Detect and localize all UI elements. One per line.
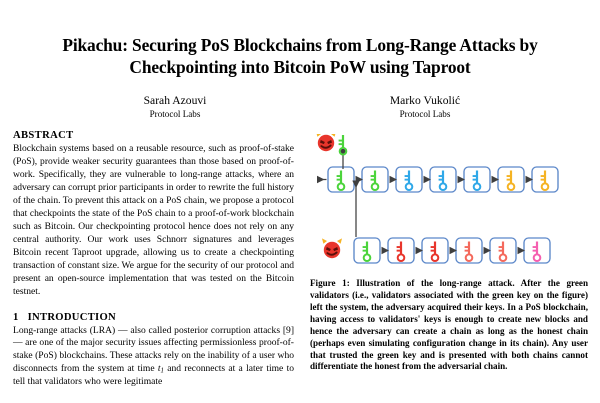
right-column: Figure 1: Illustration of the long-range… (310, 130, 588, 389)
adversary-top-key-tooth-2 (338, 143, 342, 146)
honest-key-7-tooth-1 (540, 175, 544, 178)
author-affiliation: Protocol Labs (149, 109, 201, 120)
honest-key-5-tooth-2 (472, 179, 476, 182)
honest-key-3-tooth-1 (404, 175, 408, 178)
honest-key-5-tooth-1 (472, 175, 476, 178)
intro-text-part-1: Long-range attacks (LRA) — also called p… (13, 324, 294, 375)
author-affiliation: Protocol Labs (399, 109, 451, 120)
figure-label: Figure 1: (310, 278, 350, 289)
honest-key-5-bow (472, 182, 482, 192)
adversarial-key-4-bow (464, 253, 474, 263)
adversarial-key-6-tooth-1 (532, 246, 536, 249)
intro-text-part-2: and reconnects at a later time to tell t… (13, 363, 294, 388)
adversarial-key-5-bow (498, 253, 508, 263)
adversarial-key-1-bow (362, 253, 372, 263)
honest-key-2-tooth-2 (370, 179, 374, 182)
page-title: Pikachu: Securing PoS Blockchains from L… (62, 35, 538, 78)
honest-key-3-shaft (407, 170, 411, 184)
author-name: Marko Vukolić (389, 93, 461, 107)
honest-key-3-bow (404, 182, 414, 192)
author-name: Sarah Azouvi (143, 93, 207, 107)
honest-key-1-tooth-1 (336, 175, 340, 178)
left-column: ABSTRACT Blockchain systems based on a r… (13, 130, 294, 389)
adversarial-key-5-tooth-1 (498, 246, 502, 249)
adversary-bottom-icon (322, 238, 342, 259)
adversarial-key-3-tooth-1 (430, 246, 434, 249)
introduction-heading: 1 INTRODUCTION (13, 312, 294, 323)
adversarial-key-3-bow (430, 253, 440, 263)
honest-key-1-bow (336, 182, 346, 192)
body-columns: ABSTRACT Blockchain systems based on a r… (0, 120, 600, 389)
figure-caption-text: Illustration of the long-range attack. A… (310, 278, 588, 372)
abstract-text: Blockchain systems based on a reusable r… (13, 143, 294, 297)
adversarial-key-4-shaft (467, 241, 471, 255)
honest-key-6-tooth-2 (506, 179, 510, 182)
adversarial-key-6-tooth-2 (532, 250, 536, 253)
honest-key-4-tooth-2 (438, 179, 442, 182)
honest-key-1-tooth-2 (336, 179, 340, 182)
adversary-top-key-shaft (341, 135, 345, 149)
honest-key-7-shaft (543, 170, 547, 184)
honest-key-6-bow (506, 182, 516, 192)
honest-key-2-tooth-1 (370, 175, 374, 178)
adversarial-key-1-shaft (365, 241, 369, 255)
abstract-heading: ABSTRACT (13, 130, 74, 142)
adversarial-key-4-tooth-2 (464, 250, 468, 253)
adversarial-key-4-tooth-1 (464, 246, 468, 249)
honest-key-1-shaft (339, 170, 343, 184)
section-title: INTRODUCTION (27, 311, 116, 323)
adversary-top-key-bow (338, 147, 348, 156)
adversarial-key-3-tooth-2 (430, 250, 434, 253)
time-subscript: 1 (160, 367, 164, 375)
adversarial-key-1-tooth-2 (362, 250, 366, 253)
adversarial-key-2-tooth-1 (396, 246, 400, 249)
honest-key-4-shaft (441, 170, 445, 184)
adversarial-key-2-tooth-2 (396, 250, 400, 253)
honest-key-4-bow (438, 182, 448, 192)
adversarial-key-6-shaft (535, 241, 539, 255)
honest-key-5-shaft (475, 170, 479, 184)
introduction-section: 1 INTRODUCTION Long-range attacks (LRA) —… (13, 312, 294, 390)
figure-caption: Figure 1: Illustration of the long-range… (310, 278, 588, 373)
adversary-top-icon (316, 134, 336, 152)
adversarial-key-2-bow (396, 253, 406, 263)
adversarial-key-2-shaft (399, 241, 403, 255)
time-symbol: t (157, 363, 161, 375)
figure-1: Figure 1: Illustration of the long-range… (310, 134, 588, 373)
adversarial-key-6-bow (532, 253, 542, 263)
author-list: Sarah Azouvi Protocol Labs Marko Vukolić… (44, 93, 556, 121)
author-entry-2: Marko Vukolić Protocol Labs (300, 93, 550, 121)
adversary-top-key-tooth-1 (338, 140, 342, 142)
honest-key-6-shaft (509, 170, 513, 184)
honest-key-7-bow (540, 182, 550, 192)
honest-key-3-tooth-2 (404, 179, 408, 182)
adversarial-key-5-shaft (501, 241, 505, 255)
long-range-attack-diagram (316, 134, 559, 265)
honest-key-6-tooth-1 (506, 175, 510, 178)
adversarial-key-1-tooth-1 (362, 246, 366, 249)
adversarial-key-5-tooth-2 (498, 250, 502, 253)
author-entry-1: Sarah Azouvi Protocol Labs (50, 93, 300, 121)
honest-key-7-tooth-2 (540, 179, 544, 182)
adversarial-key-3-shaft (433, 241, 437, 255)
honest-key-4-tooth-1 (438, 175, 442, 178)
honest-key-2-shaft (373, 170, 377, 184)
title-block: Pikachu: Securing PoS Blockchains from L… (0, 0, 600, 120)
honest-key-2-bow (370, 182, 380, 192)
introduction-paragraph: Long-range attacks (LRA) — also called p… (13, 325, 294, 390)
section-number: 1 (13, 311, 19, 323)
